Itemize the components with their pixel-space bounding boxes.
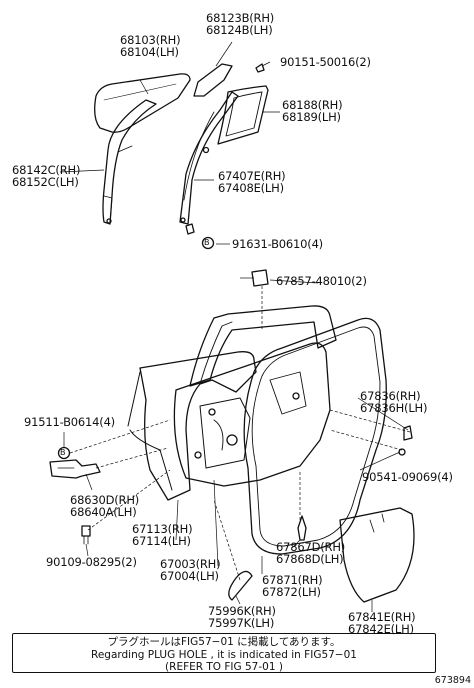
part-label-68142C: 68142C(RH) 68152C(LH): [12, 163, 81, 189]
part-label-67841E: 67841E(RH) 67842E(LH): [348, 610, 416, 636]
note-line-reference: (REFER TO FIG 57-01 ): [165, 661, 283, 673]
part-label-90109: 90109-08295(2): [46, 555, 137, 569]
figure-id: 673894: [434, 675, 471, 686]
door-inner-panel: [173, 342, 331, 487]
part-label-67867D: 67867D(RH) 67868D(LH): [276, 540, 346, 566]
part-label-67113: 67113(RH) 67114(LH): [132, 522, 193, 548]
note-line-japanese: プラグホールはFIG57−01 に掲載してあります。: [107, 636, 341, 648]
callout-b-top: B: [204, 238, 210, 247]
part-label-68188: 68188(RH) 68189(LH): [282, 98, 343, 124]
service-hole-cover: [339, 507, 415, 603]
plug-hole-note: プラグホールはFIG57−01 に掲載してあります。 Regarding PLU…: [12, 633, 436, 673]
part-label-90151: 90151-50016(2): [280, 55, 371, 69]
door-weatherstrip: [243, 317, 387, 555]
division-bar: [179, 91, 239, 225]
part-label-68123B: 68123B(RH) 68124B(LH): [206, 11, 275, 37]
door-hinge: [49, 459, 101, 479]
part-label-67836: 67836(RH) 67836H(LH): [360, 389, 428, 415]
door-panel: [139, 351, 257, 501]
part-label-91631: 91631-B0610(4): [232, 237, 323, 251]
part-label-67871: 67871(RH) 67872(LH): [262, 573, 323, 599]
note-line-english: Regarding PLUG HOLE , it is indicated in…: [91, 648, 357, 661]
fixed-glass: [193, 63, 233, 97]
part-label-90541: 90541-09069(4): [362, 470, 453, 484]
part-label-67857: 67857-48010(2): [276, 274, 367, 288]
part-label-68103: 68103(RH) 68104(LH): [120, 33, 181, 59]
glass-run-channel: [102, 99, 157, 225]
part-label-67407E: 67407E(RH) 67408E(LH): [218, 169, 286, 195]
part-label-67003: 67003(RH) 67004(LH): [160, 557, 221, 583]
part-label-91511: 91511-B0614(4): [24, 415, 115, 429]
part-label-75996K: 75996K(RH) 75997K(LH): [208, 604, 276, 630]
door-glass: [94, 73, 191, 133]
door-sash: [189, 305, 337, 387]
callout-b-left: B: [60, 448, 66, 457]
quarter-window: [217, 85, 269, 145]
part-label-68630D: 68630D(RH) 68640A(LH): [70, 493, 140, 519]
